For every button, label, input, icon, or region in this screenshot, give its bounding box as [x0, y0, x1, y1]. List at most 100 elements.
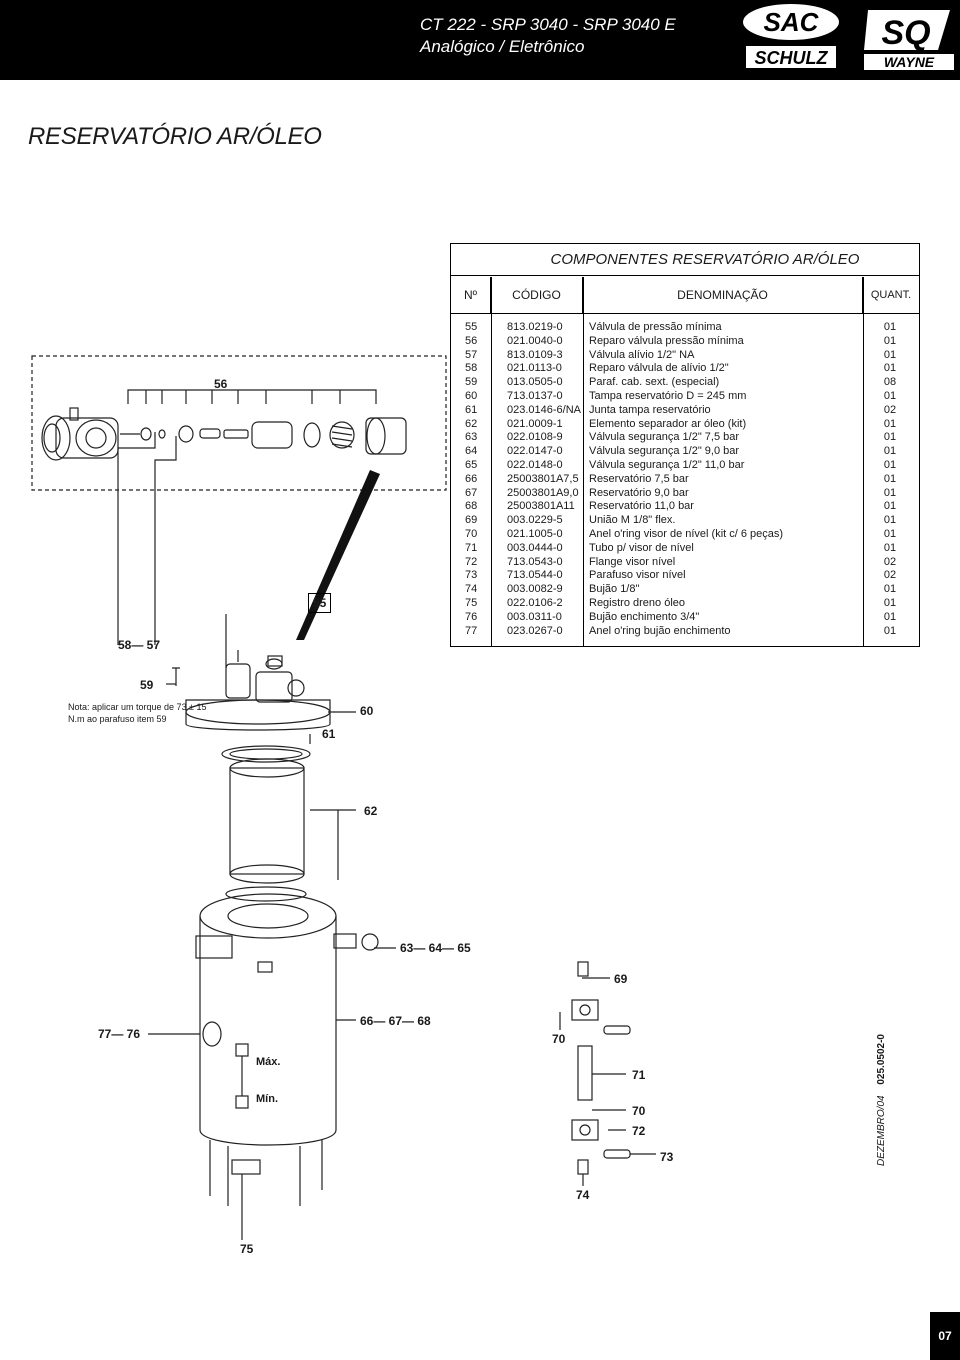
item-code: 023.0267-0 — [507, 624, 563, 637]
item-number: 60 — [465, 390, 478, 402]
item-number: 64 — [465, 445, 478, 458]
callout-70a: 70 — [552, 1032, 566, 1046]
header-line-2: Analógico / Eletrônico — [420, 37, 585, 56]
item-quantity: 01 — [883, 610, 897, 623]
item-number: 63 — [465, 431, 478, 444]
callout-62: 62 — [364, 804, 378, 818]
item-name: União M 1/8" flex. — [589, 514, 676, 527]
header-line-1: CT 222 - SRP 3040 - SRP 3040 E — [420, 15, 676, 34]
page-number: 07 — [930, 1312, 960, 1360]
item-quantity: 01 — [883, 528, 897, 540]
item-code: 022.0148-0 — [507, 459, 563, 471]
item-name: Válvula segurança 1/2" 7,5 bar — [589, 431, 740, 444]
callout-58-57: 58— 57 — [118, 638, 161, 652]
item-quantity: 01 — [883, 486, 897, 499]
item-quantity: 01 — [883, 431, 897, 444]
level-min-label: Mín. — [256, 1093, 278, 1105]
item-quantity: 01 — [883, 445, 897, 458]
item-name: Tubo p/ visor de nível — [589, 541, 694, 554]
leader-56 — [127, 389, 377, 404]
leader-58 — [154, 436, 177, 645]
column-divider — [863, 277, 864, 646]
callout-59: 59 — [140, 678, 154, 692]
item-number: 56 — [465, 334, 478, 347]
item-code: 25003801A9,0 — [507, 486, 579, 499]
callout-56: 56 — [214, 377, 228, 391]
item-number: 61 — [465, 403, 478, 416]
footer-side-text: DEZEMBRO/04 025.0502-0 — [876, 1034, 892, 1166]
item-number: 62 — [465, 417, 478, 430]
header-qty: QUANT. — [870, 289, 912, 301]
item-number: 73 — [465, 569, 478, 582]
lower-gasket — [225, 886, 307, 902]
item-name: Anel o'ring visor de nível (kit c/ 6 peç… — [589, 528, 784, 540]
header-divider — [451, 313, 919, 314]
item-name: Reservatório 7,5 bar — [589, 472, 689, 485]
item-number: 74 — [465, 583, 478, 596]
callout-66-67-68: 66— 67— 68 — [360, 1014, 431, 1028]
item-name: Válvula segurança 1/2" 9,0 bar — [589, 445, 740, 458]
footer-doc-code: 025.0502-0 — [876, 1034, 887, 1085]
item-name: Elemento separador ar óleo (kit) — [589, 417, 747, 430]
item-name: Válvula de pressão mínima — [589, 321, 722, 333]
item-code: 003.0444-0 — [507, 541, 563, 554]
item-code: 023.0146-6/NA — [507, 403, 581, 416]
item-code: 713.0137-0 — [507, 390, 563, 402]
item-code: 021.0009-1 — [507, 417, 563, 430]
sq-wayne-logo: SQ WAYNE — [864, 10, 954, 70]
item-name: Parafuso visor nível — [589, 569, 686, 582]
leader-57 — [117, 432, 156, 645]
item-number: 76 — [465, 610, 478, 623]
item-name: Reparo válvula pressão mínima — [589, 334, 744, 347]
item-code: 003.0082-9 — [507, 583, 563, 596]
callout-wedge — [296, 470, 380, 640]
item-code: 022.0147-0 — [507, 445, 563, 458]
callout-61: 61 — [322, 727, 336, 741]
item-code: 013.0505-0 — [507, 376, 563, 389]
item-name: Junta tampa reservatório — [589, 403, 711, 416]
table-row: 64 022.0147-0 Válvula segurança 1/2" 9,0 b… — [451, 444, 919, 458]
item-code: 003.0229-5 — [507, 514, 563, 527]
item-name: Válvula segurança 1/2" 11,0 bar — [589, 459, 745, 471]
item-quantity: 01 — [883, 472, 897, 485]
header-no: Nº — [451, 277, 491, 313]
item-number: 65 — [465, 459, 478, 471]
table-row: 56 021.0040-0 Reparo válvula pressão mínim… — [451, 334, 919, 348]
item-code: 25003801A7,5 — [507, 472, 579, 485]
item-number: 77 — [465, 624, 478, 637]
level-max-label: Máx. — [256, 1056, 281, 1068]
item-number: 68 — [465, 500, 478, 513]
item-number: 70 — [465, 528, 478, 540]
callout-71: 71 — [632, 1068, 646, 1082]
separator-element — [229, 758, 305, 884]
item-code: 713.0544-0 — [507, 569, 563, 582]
callout-70b: 70 — [632, 1104, 646, 1118]
item-code: 022.0108-9 — [507, 431, 563, 444]
sq-logo-text: SQ — [881, 14, 930, 52]
item-quantity: 01 — [883, 624, 897, 637]
item-quantity: 01 — [883, 583, 897, 596]
item-number: 57 — [465, 348, 478, 361]
item-number: 66 — [465, 472, 478, 485]
item-code: 021.0040-0 — [507, 334, 563, 347]
item-name: Bujão 1/8" — [589, 583, 640, 596]
item-quantity: 02 — [883, 555, 897, 568]
item-number: 75 — [465, 597, 478, 609]
callout-74: 74 — [576, 1188, 590, 1202]
valve-repair-parts — [120, 417, 407, 455]
item-number: 58 — [465, 362, 478, 375]
item-quantity: 01 — [883, 500, 897, 513]
table-row: 65 022.0148-0 Válvula segurança 1/2" 11,0 … — [451, 458, 919, 472]
